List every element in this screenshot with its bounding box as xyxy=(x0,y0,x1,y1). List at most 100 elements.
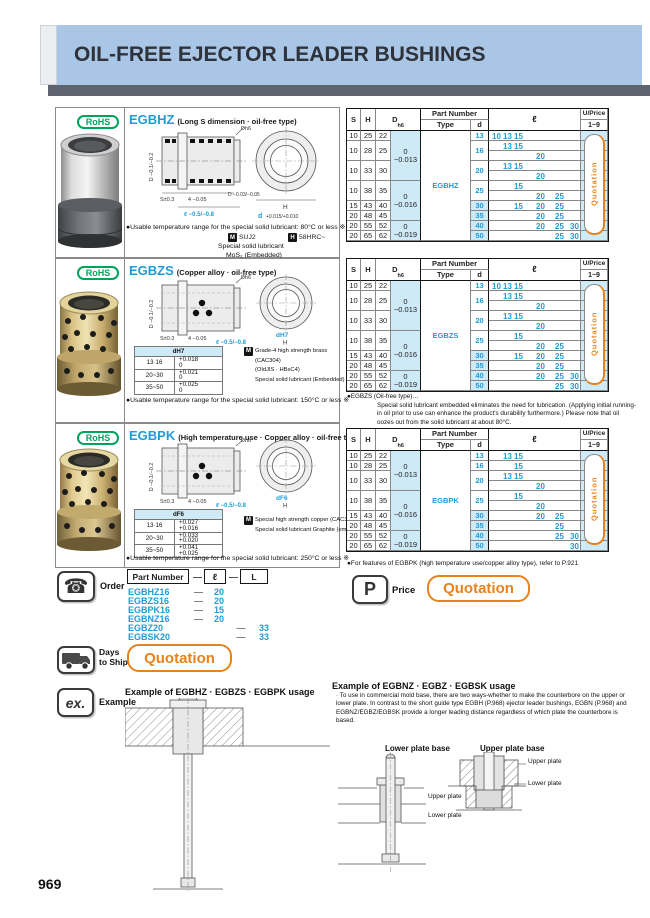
quotation-vertical-badge: Quotation xyxy=(584,284,605,385)
dv-cell: 22 xyxy=(376,451,391,461)
price-label: Price xyxy=(392,585,416,596)
price-cell xyxy=(581,231,608,241)
tolerance-cell: 0−0.019 xyxy=(391,531,421,551)
order-dash: — xyxy=(193,572,202,582)
days-to-ship-label: Days to Ship xyxy=(99,647,128,667)
s-cell: 15 xyxy=(347,511,361,521)
product-title: EGBZS(Copper alloy · oil-free type) xyxy=(129,262,276,280)
h-cell: 33 xyxy=(361,161,376,181)
dv-cell: 35 xyxy=(376,181,391,201)
egbpk-drawing: D −0.1/−0.2 Dh6 S±0.3 4 −0.05 ℓ −0.5/−0.… xyxy=(149,437,316,508)
truck-glyph xyxy=(62,653,90,670)
dim-s: S±0.3 xyxy=(160,336,174,342)
dim-front-d-tol: +0.015/+0.010 xyxy=(266,214,298,220)
order-dash: — xyxy=(229,572,238,582)
dv-cell: 52 xyxy=(376,531,391,541)
header-shadow-bar xyxy=(48,85,650,96)
col-header-d: d xyxy=(471,120,489,131)
s-cell: 20 xyxy=(347,531,361,541)
h-cell: 38 xyxy=(361,181,376,201)
order-example-row: EGBZS16—20 xyxy=(128,596,224,606)
order-example-row: EGBSK20—33 xyxy=(128,632,269,642)
egbhz-photo xyxy=(58,133,122,248)
dv-cell: 45 xyxy=(376,521,391,531)
d-cell: 50 xyxy=(471,541,489,551)
col-header-range: 1~9 xyxy=(581,440,608,451)
dim-dh6: Dh6 xyxy=(241,438,251,444)
df6-tolerance-table: dF6 13·16+0.027+0.016 20~30+0.033+0.020 … xyxy=(134,509,223,558)
s-cell: 10 xyxy=(347,491,361,511)
order-length-box: ℓ xyxy=(204,569,226,584)
d-cell: 25 xyxy=(471,491,489,511)
s-cell: 10 xyxy=(347,161,361,181)
section-egbhz: RoHS EGBHZ(Long S dimension · oil-free t… xyxy=(55,107,345,259)
hardness-badge-icon: H xyxy=(288,233,297,242)
h-cell: 55 xyxy=(361,371,376,381)
upper-plate-label: Upper plate xyxy=(528,758,562,765)
egbpk-footnote: ●For features of EGBPK (high temperature… xyxy=(347,560,579,567)
d-cell: 40 xyxy=(471,531,489,541)
dv-cell: 25 xyxy=(376,461,391,471)
s-cell: 20 xyxy=(347,231,361,241)
egbzs-photo xyxy=(57,291,121,396)
dv-cell: 40 xyxy=(376,351,391,361)
col-header-type: Type xyxy=(421,270,471,281)
h-cell: 65 xyxy=(361,231,376,241)
dv-cell: 62 xyxy=(376,231,391,241)
d-cell: 40 xyxy=(471,371,489,381)
dim-d-out: D −0.03/−0.05 xyxy=(228,192,260,198)
product-subtitle: (High temperature use · Copper alloy · o… xyxy=(178,433,362,442)
col-header-d: d xyxy=(471,440,489,451)
lower-plate-label: Lower plate xyxy=(528,780,562,787)
dim-s: S±0.3 xyxy=(160,499,174,505)
col-header-type: Type xyxy=(421,440,471,451)
h-cell: 38 xyxy=(361,331,376,351)
order-example-row: EGBZ20—33 xyxy=(128,623,269,633)
upper-plate-label: Upper plate xyxy=(428,793,462,800)
d-cell: 13 xyxy=(471,281,489,291)
h-cell: 65 xyxy=(361,541,376,551)
tol-table-header: dH7 xyxy=(134,346,223,357)
h-cell: 28 xyxy=(361,291,376,311)
d-cell: 13 xyxy=(471,131,489,141)
tolerance-cell: 0−0.019 xyxy=(391,371,421,391)
h-cell: 25 xyxy=(361,451,376,461)
dim-length: ℓ −0.5/−0.8 xyxy=(183,212,215,218)
length-cell: 25 xyxy=(489,521,581,531)
col-header-uprice: U/Price xyxy=(581,429,608,440)
h-cell: 25 xyxy=(361,281,376,291)
d-cell: 50 xyxy=(471,381,489,391)
quotation-vertical-badge: Quotation xyxy=(584,454,605,545)
d-cell: 16 xyxy=(471,461,489,471)
lubricant-line-1: Special solid lubricant xyxy=(218,243,284,250)
egbhz-drawing: D −0.1/−0.2 Dh6 S±0.3 4 −0.05 ℓ −0.5/−0.… xyxy=(149,126,320,220)
dim-4: 4 −0.05 xyxy=(188,499,207,505)
quotation-vertical-badge: Quotation xyxy=(584,134,605,235)
col-header-h: H xyxy=(361,109,376,131)
s-cell: 10 xyxy=(347,471,361,491)
example-label: Example xyxy=(99,697,137,707)
temp-note: ●Usable temperature range for the specia… xyxy=(126,555,349,562)
h-cell: 25 xyxy=(361,131,376,141)
h-cell: 33 xyxy=(361,311,376,331)
s-cell: 20 xyxy=(347,541,361,551)
tolerance-cell: 0−0.013 xyxy=(391,451,421,491)
dim-body-d: D −0.1/−0.2 xyxy=(149,153,155,182)
upper-plate-base-label: Upper plate base xyxy=(480,744,545,753)
type-cell: EGBPK xyxy=(421,451,471,551)
col-header-type: Type xyxy=(421,120,471,131)
tolerance-cell: 0−0.013 xyxy=(391,131,421,181)
s-cell: 20 xyxy=(347,221,361,231)
d-cell: 20 xyxy=(471,471,489,491)
